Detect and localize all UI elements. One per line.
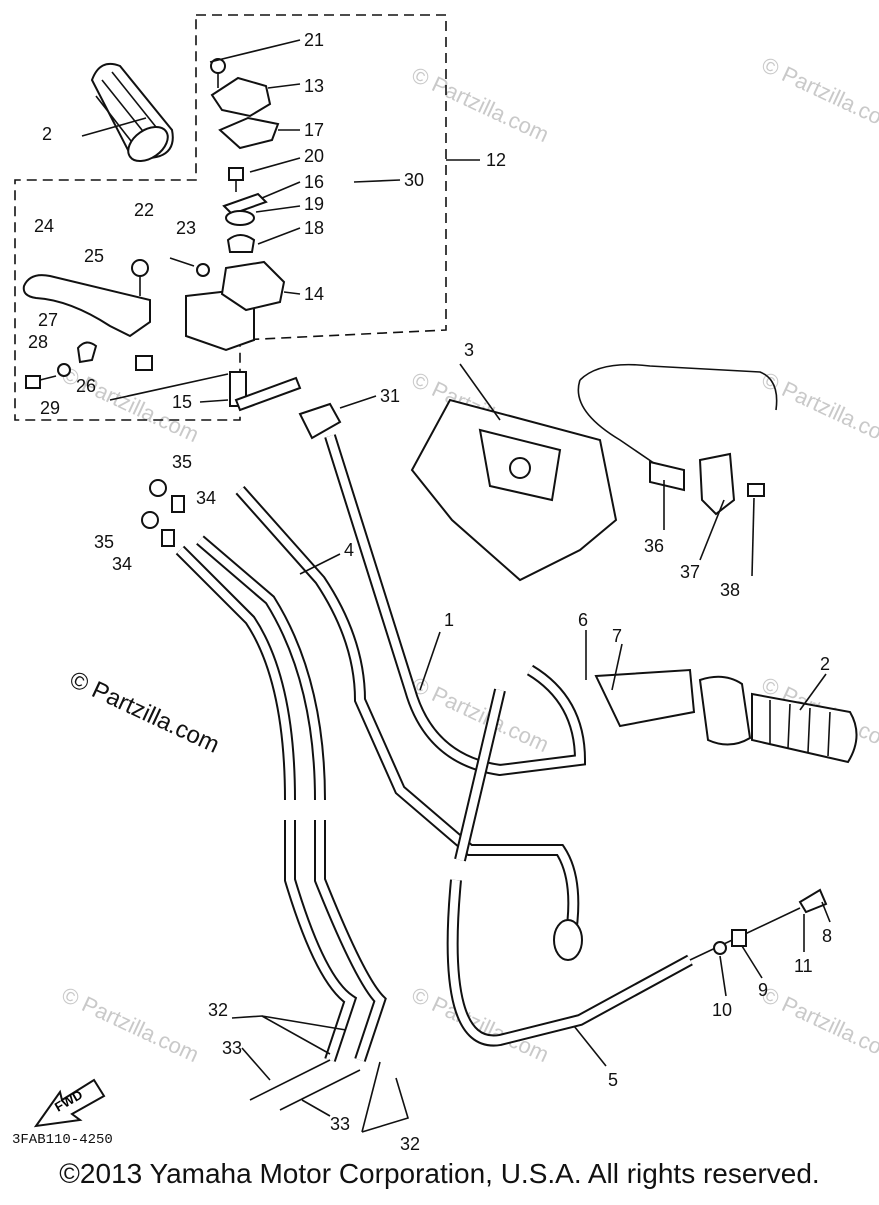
switch-parts	[210, 58, 280, 253]
watermark-text: © Partzilla.com	[408, 62, 553, 147]
callout-14: 14	[304, 284, 324, 304]
watermark-text: © Partzilla.com	[58, 982, 203, 1067]
callout-12: 12	[486, 150, 506, 170]
right-grip	[594, 668, 858, 764]
callout-30: 30	[404, 170, 424, 190]
callout-20: 20	[304, 146, 324, 166]
assembly-boundary	[14, 14, 447, 421]
callout-17: 17	[304, 120, 324, 140]
callout-3: 3	[464, 340, 474, 360]
callout-38: 38	[720, 580, 740, 600]
throttle-cable	[577, 363, 778, 516]
callout-2: 2	[42, 124, 52, 144]
callout-8: 8	[822, 926, 832, 946]
callout-33: 33	[222, 1038, 242, 1058]
callout-34: 34	[196, 488, 216, 508]
callout-22: 22	[134, 200, 154, 220]
callout-35: 35	[94, 532, 114, 552]
callout-4: 4	[344, 540, 354, 560]
handlebar-pad	[410, 398, 618, 582]
callout-15: 15	[172, 392, 192, 412]
fwd-arrow: FWD	[33, 1078, 106, 1128]
callout-28: 28	[28, 332, 48, 352]
callout-36: 36	[644, 536, 664, 556]
callout-34: 34	[112, 554, 132, 574]
callout-19: 19	[304, 194, 324, 214]
callout-7: 7	[612, 626, 622, 646]
lower-cable	[446, 688, 828, 1047]
callout-37: 37	[680, 562, 700, 582]
callout-16: 16	[304, 172, 324, 192]
clutch-cables	[141, 479, 387, 1111]
callout-26: 26	[76, 376, 96, 396]
clutch-lever-assembly	[22, 257, 302, 412]
callout-29: 29	[40, 398, 60, 418]
callout-32: 32	[208, 1000, 228, 1020]
callout-32: 32	[400, 1134, 420, 1154]
handlebar	[324, 434, 587, 777]
callout-1: 1	[444, 610, 454, 630]
watermark-text: © Partzilla.com	[758, 982, 879, 1067]
callout-18: 18	[304, 218, 324, 238]
callout-11: 11	[794, 956, 813, 976]
watermark-text: © Partzilla.com	[758, 52, 879, 137]
callout-5: 5	[608, 1070, 618, 1090]
watermark-main: © Partzilla.com	[65, 666, 223, 759]
cable-connector	[298, 402, 342, 440]
callout-2: 2	[820, 654, 830, 674]
left-grip	[90, 62, 174, 163]
callout-21: 21	[304, 30, 324, 50]
leader-lines	[81, 39, 831, 1133]
callout-10: 10	[712, 1000, 732, 1020]
diagram-code: 3FAB110-4250	[12, 1132, 113, 1148]
callout-23: 23	[176, 218, 196, 238]
watermark-text: © Partzilla.com	[408, 672, 553, 757]
copyright-notice: ©2013 Yamaha Motor Corporation, U.S.A. A…	[59, 1158, 820, 1189]
callout-33: 33	[330, 1114, 350, 1134]
callout-24: 24	[34, 216, 54, 236]
callout-25: 25	[84, 246, 104, 266]
callout-27: 27	[38, 310, 58, 330]
callout-31: 31	[380, 386, 400, 406]
callout-labels: 21 13 2 17 20 16 30 12 19 18 24 22 23 25…	[28, 30, 832, 1154]
brake-cable	[235, 486, 583, 961]
callout-9: 9	[758, 980, 768, 1000]
callout-35: 35	[172, 452, 192, 472]
callout-13: 13	[304, 76, 324, 96]
callout-6: 6	[578, 610, 588, 630]
watermark-text: © Partzilla.com	[408, 982, 553, 1067]
